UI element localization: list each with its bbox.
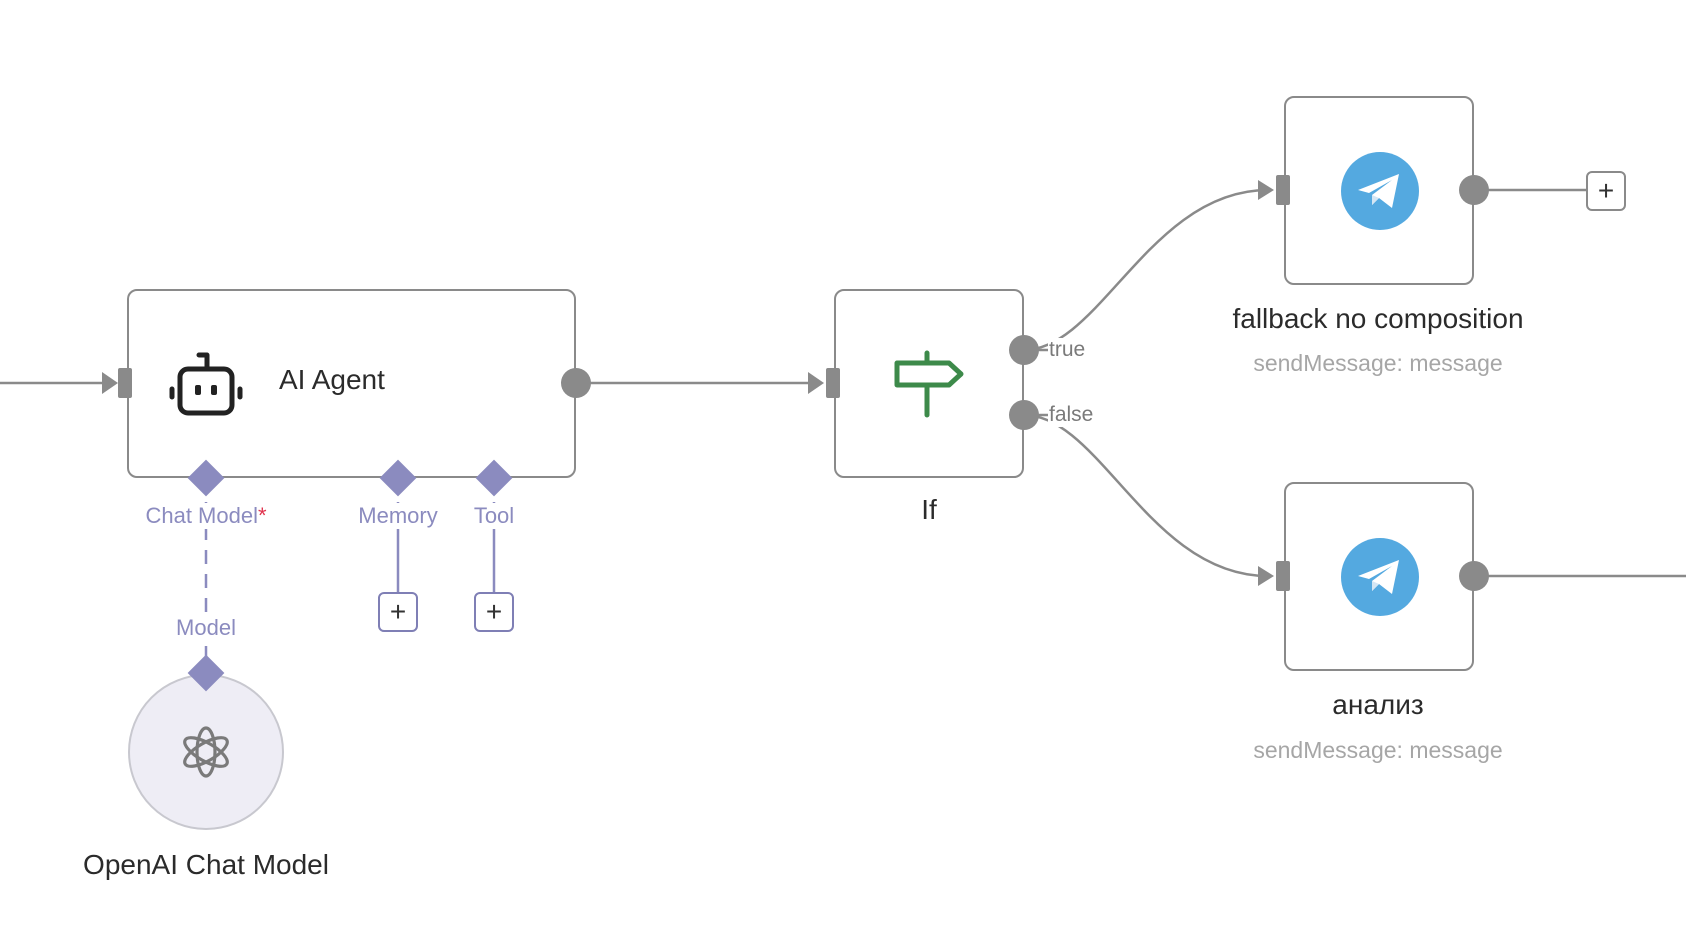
ai-agent-output-port[interactable] <box>561 368 591 398</box>
if-node[interactable] <box>834 289 1024 478</box>
connection-if-true-to-fallback[interactable] <box>1023 188 1269 352</box>
fallback-output-port[interactable] <box>1459 175 1489 205</box>
arrow-head <box>1258 180 1274 200</box>
tool-port-label: Tool <box>471 503 517 529</box>
analiz-input-port[interactable] <box>1276 561 1290 591</box>
if-false-output-port[interactable] <box>1009 400 1039 430</box>
if-input-port[interactable] <box>826 368 840 398</box>
if-true-label: true <box>1048 338 1087 362</box>
analiz-title: анализ <box>1332 689 1424 720</box>
analiz-output-port[interactable] <box>1459 561 1489 591</box>
plus-icon: + <box>1597 175 1615 206</box>
memory-port-label: Memory <box>356 503 440 529</box>
analiz-node[interactable] <box>1284 482 1474 671</box>
if-title: If <box>921 494 937 525</box>
fallback-input-port[interactable] <box>1276 175 1290 205</box>
connection-if-false-to-analiz[interactable] <box>1023 413 1269 578</box>
arrow-head <box>1258 566 1274 586</box>
fallback-node[interactable] <box>1284 96 1474 285</box>
if-false-label: false <box>1048 403 1095 427</box>
add-node-after-fallback-button[interactable]: + <box>1586 171 1626 211</box>
plus-icon: + <box>485 596 503 627</box>
add-tool-button[interactable]: + <box>474 592 514 632</box>
chat-model-port-label: Chat Model* <box>143 503 269 529</box>
openai-icon <box>183 726 229 778</box>
plus-icon: + <box>389 596 407 627</box>
robot-icon <box>169 352 243 416</box>
if-true-output-port[interactable] <box>1009 335 1039 365</box>
openai-chat-model-node[interactable] <box>128 674 284 830</box>
fallback-subtitle: sendMessage: message <box>1253 350 1503 376</box>
telegram-icon <box>1341 538 1419 616</box>
arrow-head <box>102 372 118 394</box>
fallback-title: fallback no composition <box>1232 303 1524 334</box>
signpost-icon <box>894 350 964 418</box>
ai-agent-node[interactable]: AI Agent <box>127 289 576 478</box>
telegram-icon <box>1341 152 1419 230</box>
ai-agent-input-port[interactable] <box>118 368 132 398</box>
model-port-label: Model <box>174 615 238 641</box>
add-memory-button[interactable]: + <box>378 592 418 632</box>
analiz-subtitle: sendMessage: message <box>1253 737 1503 763</box>
arrow-head <box>808 372 824 394</box>
openai-chat-model-title: OpenAI Chat Model <box>83 849 329 880</box>
ai-agent-title: AI Agent <box>279 364 385 395</box>
